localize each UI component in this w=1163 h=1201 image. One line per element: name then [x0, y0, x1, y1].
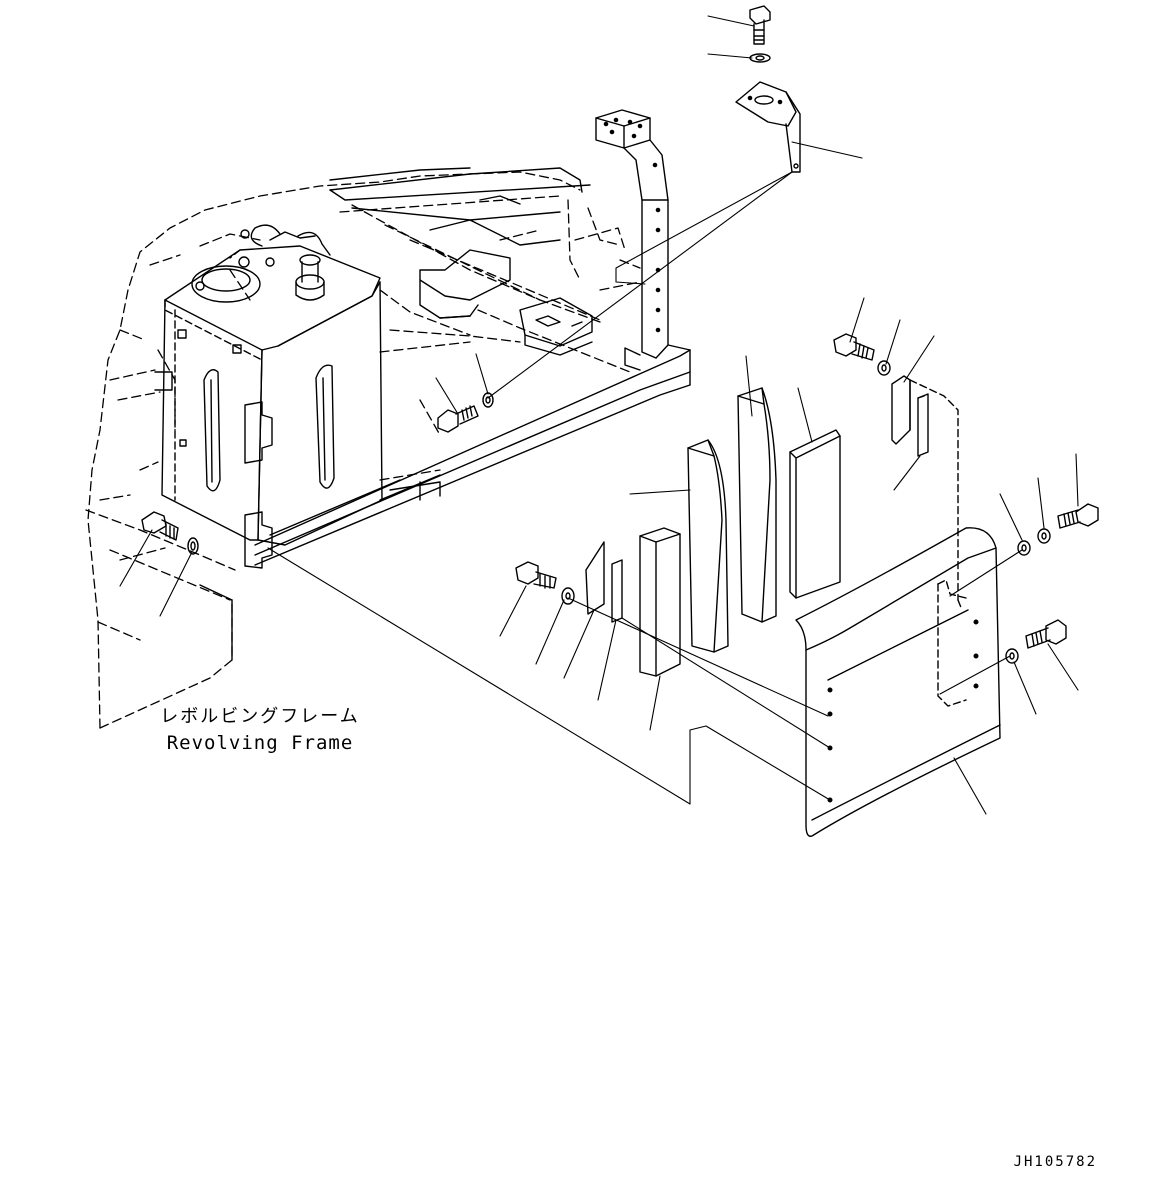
cover-plate	[796, 528, 1000, 836]
shim-plate-right	[892, 376, 928, 456]
cover-hidden-bracket	[910, 380, 966, 706]
rubber-pads	[640, 388, 840, 676]
shim-plate-left	[586, 542, 622, 622]
revolving-frame-outline	[86, 172, 640, 728]
bolt-left-mid	[516, 562, 574, 604]
drawing-id: JH105782	[1013, 1154, 1097, 1170]
bolt-tank-left	[142, 512, 198, 554]
fuel-tank	[155, 225, 382, 568]
bolt-right-upper	[1018, 504, 1098, 555]
tank-dashed-edges	[165, 250, 262, 500]
bolt-frame-middle	[438, 393, 493, 432]
step-bracket-upright	[596, 110, 690, 370]
bolt-right-lower	[1006, 620, 1066, 663]
leader-lines	[120, 16, 1078, 814]
frame-solid-edges	[200, 168, 690, 660]
top-bolt	[750, 6, 770, 62]
bolt-upper-right	[834, 334, 890, 375]
hanging-bracket	[736, 82, 800, 172]
frame-label-jp: レボルビングフレーム	[160, 706, 360, 727]
frame-label-en: Revolving Frame	[166, 732, 354, 754]
revolving-frame-label: レボルビングフレーム Revolving Frame	[0, 704, 520, 756]
